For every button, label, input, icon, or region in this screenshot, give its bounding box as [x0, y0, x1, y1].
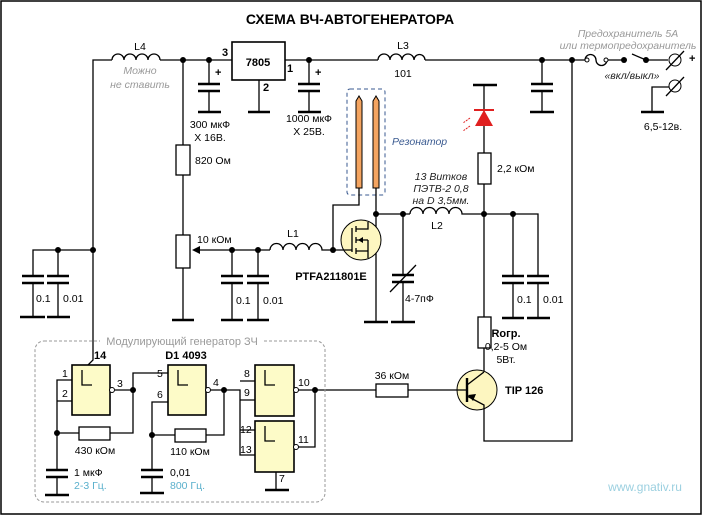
- c-in-label: 300 мкФ: [190, 119, 230, 131]
- transistor-tip126: [456, 60, 573, 442]
- potentiometer-10k[interactable]: [175, 234, 191, 269]
- pot-label: 10 кОм: [197, 234, 232, 246]
- switch-label: «вкл/выкл»: [604, 70, 659, 82]
- r-110k-label: 110 кОм: [170, 446, 210, 458]
- l2-note: на D 3,5мм.: [413, 195, 470, 207]
- l3-value: 101: [394, 68, 412, 80]
- terminal-plus-icon: [665, 50, 685, 71]
- pin-label: 1: [62, 368, 68, 380]
- pin-label: 14: [94, 350, 107, 362]
- resistor-110k: [174, 428, 207, 443]
- resistor-2k2: [477, 152, 492, 185]
- cap-label: 0.1: [236, 295, 251, 307]
- pin-label: 4: [213, 377, 219, 389]
- fuse-icon: [584, 53, 608, 67]
- resistor-820: [175, 144, 191, 176]
- resistor-430k: [78, 426, 111, 441]
- pin-2: 2: [263, 82, 269, 94]
- l4-note-2: не ставить: [110, 79, 170, 91]
- title: СХЕМА ВЧ-АВТОГЕНЕРАТОРА: [246, 11, 454, 27]
- resonator-box: [346, 88, 386, 196]
- led-icon: [462, 109, 494, 132]
- fuse-note-2: или термопредохранитель: [560, 40, 697, 52]
- pin-label: 3: [117, 378, 123, 390]
- l4-note: Можно: [123, 65, 156, 77]
- c-in-rating: Х 16В.: [194, 132, 226, 144]
- modulator-title: Модулирующий генератор ЗЧ: [106, 336, 258, 348]
- l2-note: 13 Витков: [415, 171, 468, 183]
- watermark: www.gnativ.ru: [607, 480, 682, 494]
- l4-label: L4: [134, 41, 146, 53]
- pin-label: 5: [157, 368, 163, 380]
- ic-label: D1 4093: [165, 350, 207, 362]
- r-limit-label: Rогр.: [491, 328, 520, 340]
- pin-3: 3: [222, 47, 228, 59]
- pin-label: 12: [240, 424, 252, 436]
- capacitor-1000uf: [298, 60, 321, 114]
- polarity-plus: +: [215, 67, 221, 79]
- fuse-note: Предохранитель 5А: [578, 28, 679, 40]
- freq-b-label: 800 Гц.: [170, 480, 205, 492]
- resistor-36k: [375, 383, 409, 398]
- l1-label: L1: [287, 228, 299, 240]
- nand-gate-4: [254, 420, 295, 473]
- trimmer-capacitor[interactable]: [389, 214, 417, 324]
- trimmer-label: 4-7пФ: [405, 293, 434, 305]
- freq-a-label: 2-3 Гц.: [74, 480, 107, 492]
- terminal-minus-icon: [665, 76, 685, 97]
- inductor-l2: [409, 206, 539, 318]
- r-2k2-label: 2,2 кОм: [497, 163, 535, 175]
- l2-label: L2: [431, 220, 443, 232]
- l2-note: ПЭТВ-2 0,8: [413, 183, 468, 195]
- c-out-rating: Х 25В.: [293, 126, 325, 138]
- nand-gate-1: [71, 364, 111, 416]
- polarity-plus: +: [315, 67, 321, 79]
- top-rail: [92, 53, 624, 250]
- nand-gate-3: [254, 364, 295, 417]
- inductor-l1: [269, 242, 333, 251]
- c-001-label: 0,01: [170, 467, 191, 479]
- nand-gate-2: [167, 364, 207, 416]
- mosfet-ptfa211801e: [333, 219, 382, 261]
- plus-label: +: [689, 53, 695, 65]
- cap-label: 0.01: [543, 294, 564, 306]
- cap-label: 0.01: [263, 295, 284, 307]
- l3-label: L3: [397, 40, 409, 52]
- regulator-label: 7805: [246, 57, 270, 69]
- inductor-l3: [377, 53, 426, 61]
- regulator-7805: [231, 41, 286, 81]
- pin-label: 9: [244, 387, 250, 399]
- capacitor-300uf: [198, 60, 221, 114]
- pin-label: 10: [298, 377, 310, 389]
- resonator-label: Резонатор: [392, 136, 447, 148]
- pin-label: 7: [279, 473, 285, 485]
- transistor-label: TIP 126: [505, 385, 543, 397]
- supply-voltage: 6,5-12в.: [644, 121, 682, 133]
- r-36k-label: 36 кОм: [375, 370, 410, 382]
- r-820-label: 820 Ом: [195, 155, 231, 167]
- capacitors-bias: [221, 250, 269, 322]
- cap-label: 0.01: [63, 293, 84, 305]
- resistor-rlimit: [477, 316, 492, 349]
- resonator-bars: [355, 95, 380, 189]
- pin-label: 2: [62, 388, 68, 400]
- r-430k-label: 430 кОм: [75, 445, 115, 457]
- wiper-arrow-icon: [192, 246, 200, 254]
- cap-label: 0.1: [36, 293, 51, 305]
- c-out-label: 1000 мкФ: [286, 113, 332, 125]
- pin-label: 13: [240, 444, 252, 456]
- cap-label: 0.1: [517, 294, 532, 306]
- mosfet-label: PTFA211801E: [295, 271, 367, 283]
- r-limit-power: 5Вт.: [496, 354, 515, 366]
- pin-label: 6: [157, 389, 163, 401]
- r-limit-value: 0,2-5 Ом: [485, 341, 527, 353]
- c-1uf-label: 1 мкФ: [74, 467, 103, 479]
- inductor-l4: [111, 53, 161, 61]
- pin-label: 11: [298, 434, 309, 446]
- pin-1: 1: [287, 63, 293, 75]
- pin-label: 8: [244, 368, 250, 380]
- capacitor-supply: [530, 60, 554, 114]
